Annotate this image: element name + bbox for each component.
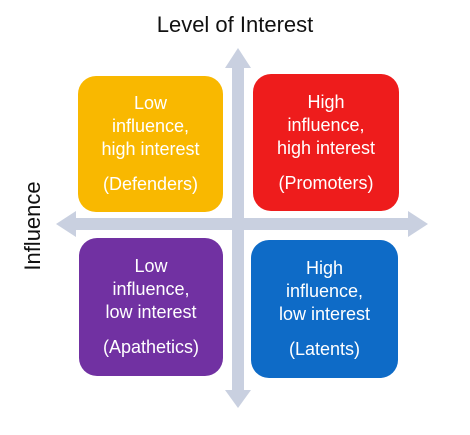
quadrant-line: Low	[133, 93, 168, 113]
quadrant-bottom-right: High influence, low interest (Latents)	[251, 240, 398, 378]
quadrant-line: High	[307, 91, 345, 112]
quadrant-bottom-left: Low influence, low interest (Apathetics)	[79, 238, 223, 376]
quadrant-line: low interest	[105, 302, 197, 322]
quadrant-top-right: High influence, high interest (Promoters…	[253, 74, 399, 211]
chart-title: Level of Interest	[156, 12, 314, 37]
quadrant-line: influence,	[287, 114, 365, 135]
quadrant-role: (Apathetics)	[102, 337, 200, 357]
quadrant-role: (Promoters)	[278, 172, 374, 193]
quadrant-line: low interest	[278, 304, 371, 324]
quadrant-line: influence,	[111, 116, 190, 136]
quadrant-line: High	[305, 258, 344, 278]
horizontal-axis-arrow	[56, 211, 428, 237]
quadrant-line: influence,	[285, 281, 364, 301]
quadrant-role: (Latents)	[288, 339, 361, 359]
quadrant-line: high interest	[101, 139, 200, 159]
quadrant-top-left: Low influence, high interest (Defenders)	[78, 76, 223, 212]
quadrant-role: (Defenders)	[102, 174, 199, 194]
quadrant-line: Low	[134, 256, 168, 276]
quadrant-line: high interest	[276, 137, 376, 158]
quadrant-line: influence,	[112, 279, 190, 299]
